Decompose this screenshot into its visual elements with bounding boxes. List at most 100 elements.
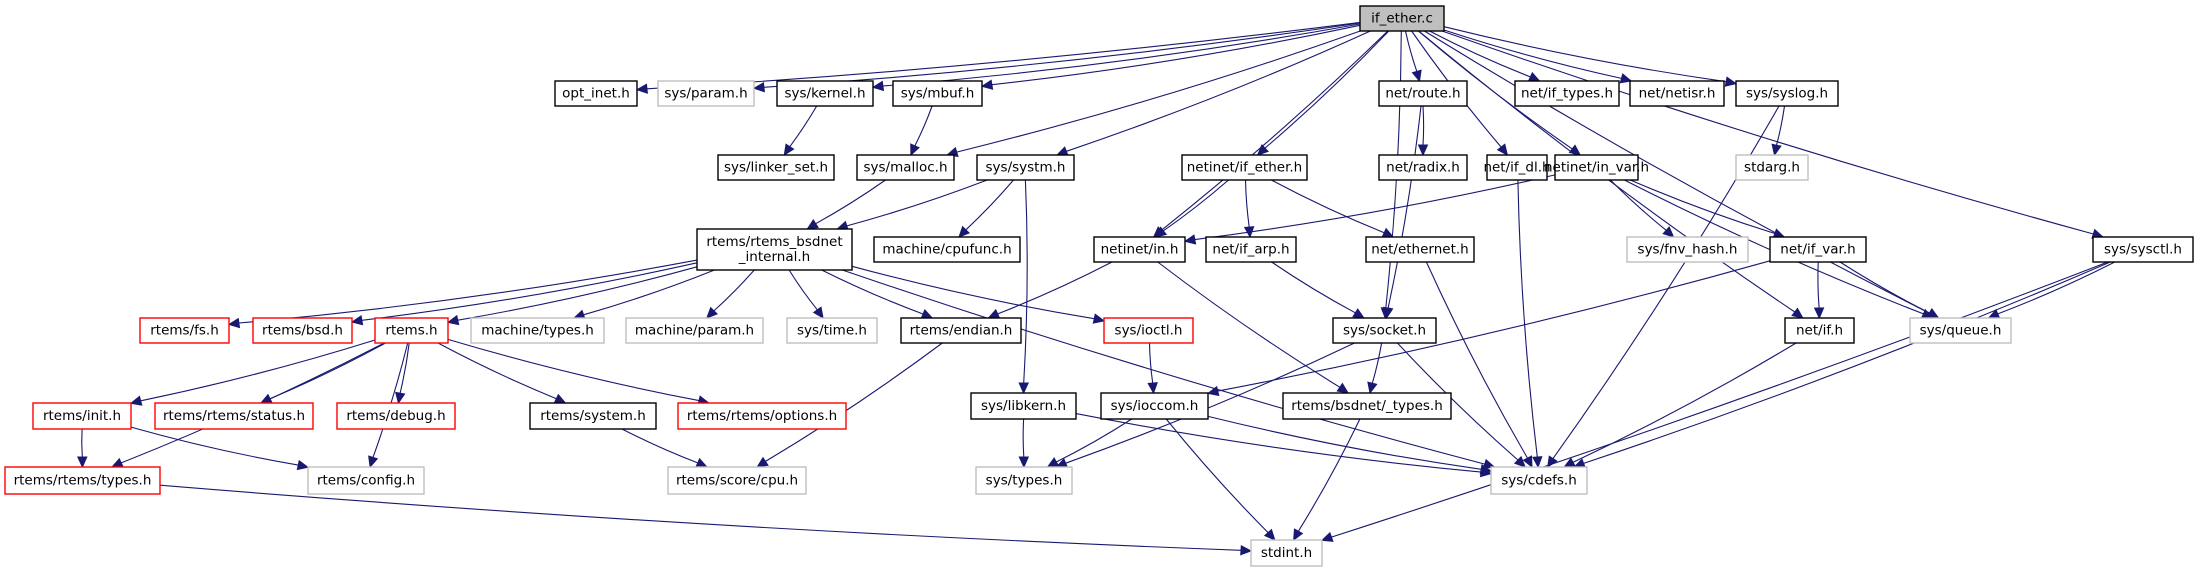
node-rtems-bsdnet-types-h[interactable]: rtems/bsdnet/_types.h bbox=[1282, 392, 1452, 420]
node-net-if-arp-h[interactable]: net/if_arp.h bbox=[1205, 236, 1297, 263]
node-rtems-score-cpu-h[interactable]: rtems/score/cpu.h bbox=[667, 466, 807, 495]
node-rtems-rtems-bsdnet-internal-h[interactable]: rtems/rtems_bsdnet_internal.h bbox=[696, 228, 853, 271]
node-machine-cpufunc-h[interactable]: machine/cpufunc.h bbox=[873, 236, 1021, 263]
node-net-if-types-h[interactable]: net/if_types.h bbox=[1514, 80, 1620, 107]
edge-sys-systm-h-to-sys-libkern-h bbox=[1018, 179, 1029, 395]
node-sys-kernel-h[interactable]: sys/kernel.h bbox=[776, 80, 874, 107]
edge-line bbox=[130, 426, 299, 466]
node-sys-syslog-h[interactable]: sys/syslog.h bbox=[1735, 80, 1839, 107]
edge-line bbox=[956, 30, 1361, 153]
node-net-route-h[interactable]: net/route.h bbox=[1378, 80, 1468, 107]
node-sys-ioccom-h[interactable]: sys/ioccom.h bbox=[1100, 392, 1209, 420]
edge-sys-libkern-h-to-sys-cdefs-h bbox=[1075, 413, 1493, 478]
edge-line bbox=[1297, 418, 1361, 532]
node-sys-libkern-h[interactable]: sys/libkern.h bbox=[970, 392, 1077, 420]
edge-line bbox=[765, 342, 943, 462]
arrowhead-icon bbox=[1336, 382, 1350, 394]
node-netinet-if-ether-h[interactable]: netinet/if_ether.h bbox=[1181, 154, 1308, 181]
node-sys-ioctl-h[interactable]: sys/ioctl.h bbox=[1103, 317, 1194, 344]
arrowhead-icon bbox=[1263, 528, 1276, 541]
node-box bbox=[1486, 154, 1548, 181]
edge-line bbox=[361, 262, 698, 321]
node-sys-sysctl-h[interactable]: sys/sysctl.h bbox=[2092, 236, 2194, 263]
node-box bbox=[900, 317, 1022, 344]
edge-rtems-rtems-bsdnet-internal-h-to-machine-types-h bbox=[572, 269, 715, 320]
arrowhead-icon bbox=[1479, 464, 1493, 475]
node-net-if-h[interactable]: net/if.h bbox=[1784, 317, 1855, 344]
node-netinet-in-h[interactable]: netinet/in.h bbox=[1093, 236, 1186, 263]
node-rtems-debug-h[interactable]: rtems/debug.h bbox=[336, 402, 456, 430]
edge-line bbox=[991, 24, 1361, 86]
node-if-ether-c[interactable]: if_ether.c bbox=[1359, 5, 1445, 32]
node-label: sys/queue.h bbox=[1920, 323, 2002, 339]
node-stdarg-h[interactable]: stdarg.h bbox=[1735, 154, 1809, 181]
node-box bbox=[776, 80, 874, 107]
arrowhead-icon bbox=[1527, 71, 1541, 82]
arrowhead-icon bbox=[1568, 144, 1582, 156]
edge-line bbox=[1817, 261, 1820, 309]
node-rtems-rtems-options-h[interactable]: rtems/rtems/options.h bbox=[677, 402, 847, 430]
edge-net-route-h-to-net-radix-h bbox=[1417, 105, 1429, 157]
node-rtems-rtems-status-h[interactable]: rtems/rtems/status.h bbox=[154, 402, 314, 430]
edge-netinet-in-var-h-to-netinet-in-h bbox=[1183, 174, 1556, 245]
node-machine-param-h[interactable]: machine/param.h bbox=[625, 317, 764, 344]
node-rtems-system-h[interactable]: rtems/system.h bbox=[529, 402, 657, 430]
node-label: net/if.h bbox=[1796, 323, 1843, 339]
edge-line bbox=[1429, 30, 1531, 78]
node-net-netisr-h[interactable]: net/netisr.h bbox=[1629, 80, 1725, 107]
node-box bbox=[32, 402, 132, 430]
node-sys-socket-h[interactable]: sys/socket.h bbox=[1332, 317, 1437, 344]
node-rtems-bsd-h[interactable]: rtems/bsd.h bbox=[252, 317, 353, 344]
node-net-ethernet-h[interactable]: net/ethernet.h bbox=[1365, 236, 1475, 263]
edge-net-if-dl-h-to-sys-cdefs-h bbox=[1517, 179, 1543, 469]
edge-line bbox=[1157, 261, 1341, 388]
node-label: rtems/fs.h bbox=[150, 323, 219, 339]
edge-rtems-h-to-rtems-debug-h bbox=[395, 342, 410, 405]
node-sys-param-h[interactable]: sys/param.h bbox=[657, 80, 755, 107]
node-label: rtems/init.h bbox=[43, 408, 121, 424]
node-net-radix-h[interactable]: net/radix.h bbox=[1378, 154, 1468, 181]
arrowhead-icon bbox=[368, 455, 379, 469]
node-label: netinet/in.h bbox=[1101, 242, 1179, 258]
node-sys-cdefs-h[interactable]: sys/cdefs.h bbox=[1490, 466, 1588, 495]
edge-line bbox=[1023, 179, 1028, 384]
node-box bbox=[1205, 236, 1297, 263]
node-sys-mbuf-h[interactable]: sys/mbuf.h bbox=[892, 80, 983, 107]
node-label: machine/param.h bbox=[635, 323, 754, 339]
node-box bbox=[975, 466, 1073, 495]
node-sys-time-h[interactable]: sys/time.h bbox=[786, 317, 878, 344]
node-sys-systm-h[interactable]: sys/systm.h bbox=[976, 154, 1075, 181]
arrowhead-icon bbox=[920, 308, 934, 319]
node-rtems-config-h[interactable]: rtems/config.h bbox=[307, 466, 425, 495]
node-rtems-h[interactable]: rtems.h bbox=[374, 317, 449, 344]
node-box bbox=[1103, 317, 1194, 344]
node-sys-types-h[interactable]: sys/types.h bbox=[975, 466, 1073, 495]
arrowhead-icon bbox=[1018, 456, 1030, 469]
node-rtems-rtems-types-h[interactable]: rtems/rtems/types.h bbox=[4, 466, 161, 495]
node-rtems-fs-h[interactable]: rtems/fs.h bbox=[139, 317, 230, 344]
node-sys-linker-set-h[interactable]: sys/linker_set.h bbox=[717, 154, 835, 181]
node-label: rtems/system.h bbox=[540, 408, 646, 424]
node-machine-types-h[interactable]: machine/types.h bbox=[470, 317, 605, 344]
arrowhead-icon bbox=[1532, 456, 1543, 469]
node-sys-fnv-hash-h[interactable]: sys/fnv_hash.h bbox=[1626, 236, 1749, 263]
edge-line bbox=[1331, 261, 2108, 538]
node-sys-malloc-h[interactable]: sys/malloc.h bbox=[856, 154, 955, 181]
node-box bbox=[470, 317, 605, 344]
node-opt-inet-h[interactable]: opt_inet.h bbox=[554, 80, 638, 107]
arrowhead-icon bbox=[553, 393, 567, 404]
node-label: net/route.h bbox=[1385, 86, 1460, 102]
edge-line bbox=[1271, 179, 1385, 234]
edge-line bbox=[713, 269, 755, 312]
node-rtems-init-h[interactable]: rtems/init.h bbox=[32, 402, 132, 430]
arrowhead-icon bbox=[1411, 69, 1422, 83]
edge-line bbox=[1572, 342, 1797, 463]
node-net-if-dl-h[interactable]: net/if_dl.h bbox=[1483, 154, 1551, 181]
node-sys-queue-h[interactable]: sys/queue.h bbox=[1909, 317, 2012, 344]
node-net-if-var-h[interactable]: net/if_var.h bbox=[1769, 236, 1867, 263]
node-netinet-in-var-h[interactable]: netinet/in_var.h bbox=[1544, 154, 1649, 181]
node-stdint-h[interactable]: stdint.h bbox=[1250, 539, 1323, 567]
node-rtems-endian-h[interactable]: rtems/endian.h bbox=[900, 317, 1022, 344]
edge-line bbox=[1207, 415, 1482, 470]
node-label: rtems/config.h bbox=[317, 473, 415, 489]
